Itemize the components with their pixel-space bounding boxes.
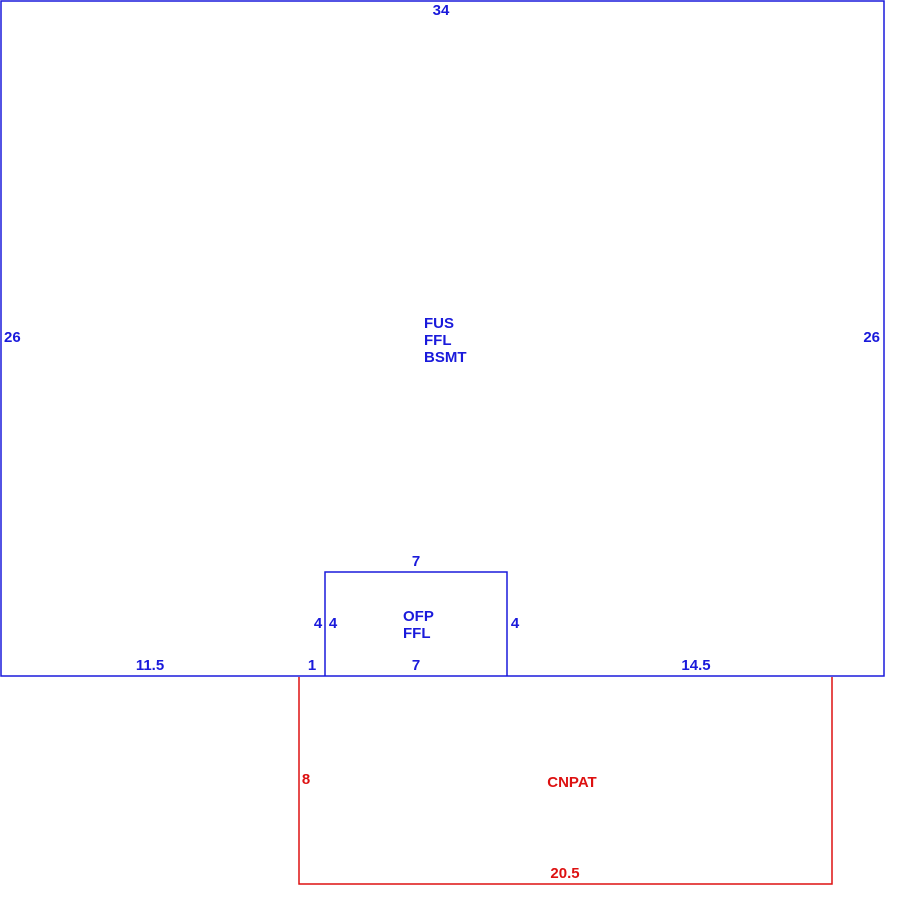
main-dim-bottom-gap: 1	[308, 657, 316, 674]
main-dim-left: 26	[4, 329, 21, 346]
porch-outline	[324, 571, 508, 676]
porch-dim-left-inner: 4	[329, 615, 338, 632]
main-code-1: FUS	[424, 315, 454, 332]
porch-dim-top: 7	[412, 553, 420, 570]
main-structure-outline	[0, 0, 885, 677]
porch-dim-bottom: 7	[412, 657, 420, 674]
main-code-3: BSMT	[424, 349, 467, 366]
patio	[298, 677, 833, 885]
porch-dim-left-outer: 4	[314, 615, 323, 632]
porch-dim-right: 4	[511, 615, 520, 632]
porch	[324, 571, 508, 676]
patio-dim-left: 8	[302, 771, 310, 788]
main-dim-right: 26	[863, 329, 880, 346]
main-dim-bottom-left: 11.5	[136, 657, 164, 674]
porch-code-1: OFP	[403, 608, 434, 625]
main-structure	[0, 0, 885, 677]
main-dim-top: 34	[433, 2, 450, 19]
main-code-2: FFL	[424, 332, 452, 349]
porch-code-2: FFL	[403, 625, 431, 642]
main-dim-bottom-right: 14.5	[681, 657, 710, 674]
patio-code: CNPAT	[547, 774, 596, 791]
patio-dim-bottom: 20.5	[550, 865, 579, 882]
patio-outline	[298, 677, 833, 885]
